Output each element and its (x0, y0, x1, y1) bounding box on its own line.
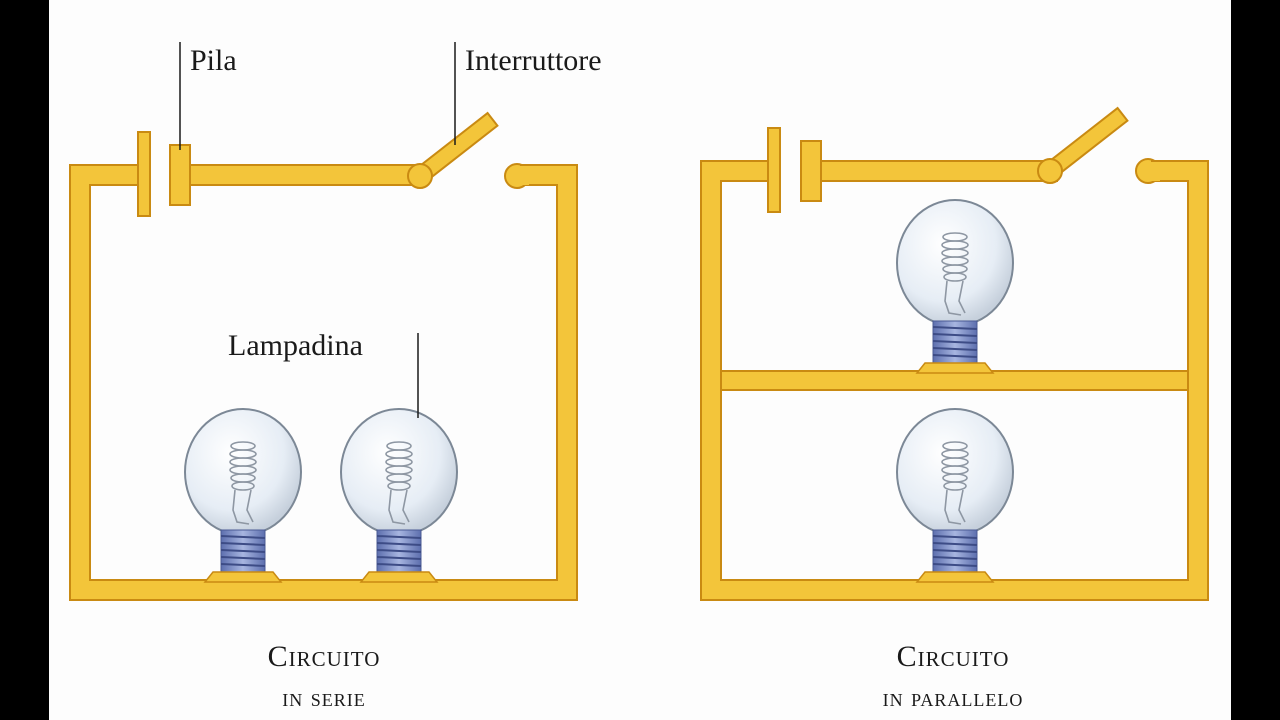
series-wire (69, 160, 578, 601)
parallel-switch (1037, 106, 1208, 184)
parallel-caption-line2: in parallelo (883, 683, 1024, 712)
parallel-wire (700, 156, 1209, 601)
series-caption-line2: in serie (282, 683, 366, 712)
series-circuit (69, 111, 578, 601)
switch-label: Interruttore (465, 44, 602, 77)
bulb-label: Lampadina (228, 329, 363, 362)
parallel-battery (767, 127, 822, 213)
battery-label: Pila (190, 44, 237, 77)
series-caption-line1: Circuito (268, 640, 381, 673)
series-switch (407, 111, 577, 189)
parallel-circuit (700, 106, 1209, 601)
parallel-caption-line1: Circuito (897, 640, 1010, 673)
